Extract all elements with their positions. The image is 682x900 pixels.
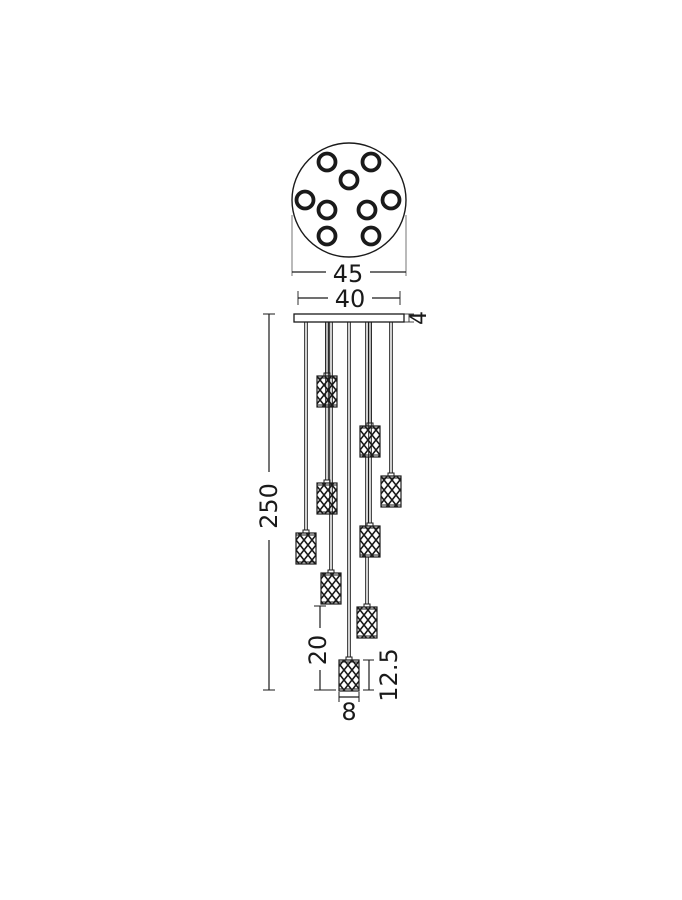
lattice-shade bbox=[359, 525, 381, 558]
overall-height-label: 250 bbox=[255, 483, 283, 529]
dimension-45: 45 bbox=[291, 215, 407, 288]
canopy-height-label: 4 bbox=[407, 311, 432, 325]
socket-ring bbox=[316, 199, 338, 221]
socket-ring bbox=[360, 225, 382, 247]
lattice-shade bbox=[338, 659, 360, 692]
socket-rings bbox=[294, 151, 402, 247]
lattice-shade bbox=[320, 572, 342, 605]
pendants bbox=[295, 322, 402, 692]
lattice-shade bbox=[316, 375, 338, 408]
dimension-4: 4 bbox=[404, 311, 432, 325]
pendant bbox=[359, 322, 381, 558]
shade-height-label: 12.5 bbox=[375, 648, 403, 701]
lattice-shade bbox=[380, 475, 402, 508]
dimension-8: 8 bbox=[338, 692, 360, 726]
dimension-250: 250 bbox=[255, 313, 283, 691]
lattice-shade bbox=[359, 425, 381, 458]
socket-ring bbox=[316, 225, 338, 247]
pendant bbox=[356, 322, 378, 639]
pendant bbox=[316, 322, 338, 408]
socket-ring bbox=[294, 189, 316, 211]
socket-ring bbox=[380, 189, 402, 211]
canopy-diameter-label: 45 bbox=[333, 260, 364, 288]
pendant bbox=[295, 322, 317, 565]
socket-ring bbox=[338, 169, 360, 191]
dimension-12-5: 12.5 bbox=[363, 648, 403, 702]
canopy-top-view bbox=[291, 142, 407, 258]
lattice-shade bbox=[316, 482, 338, 515]
lattice-shade bbox=[295, 532, 317, 565]
dimension-20: 20 bbox=[304, 605, 336, 691]
pendant bbox=[380, 322, 402, 508]
canopy-plate-width-label: 40 bbox=[335, 285, 366, 313]
socket-ring bbox=[360, 151, 382, 173]
dimension-40: 40 bbox=[297, 285, 401, 313]
pendant bbox=[359, 322, 381, 458]
shade-width-label: 8 bbox=[341, 698, 356, 726]
pendant bbox=[338, 322, 360, 692]
socket-ring bbox=[316, 151, 338, 173]
lattice-shade bbox=[356, 606, 378, 639]
pendant bbox=[316, 322, 338, 515]
socket-ring bbox=[356, 199, 378, 221]
canopy-side-view bbox=[293, 313, 405, 323]
pendant bbox=[320, 322, 342, 605]
shade-gap-label: 20 bbox=[304, 635, 332, 666]
